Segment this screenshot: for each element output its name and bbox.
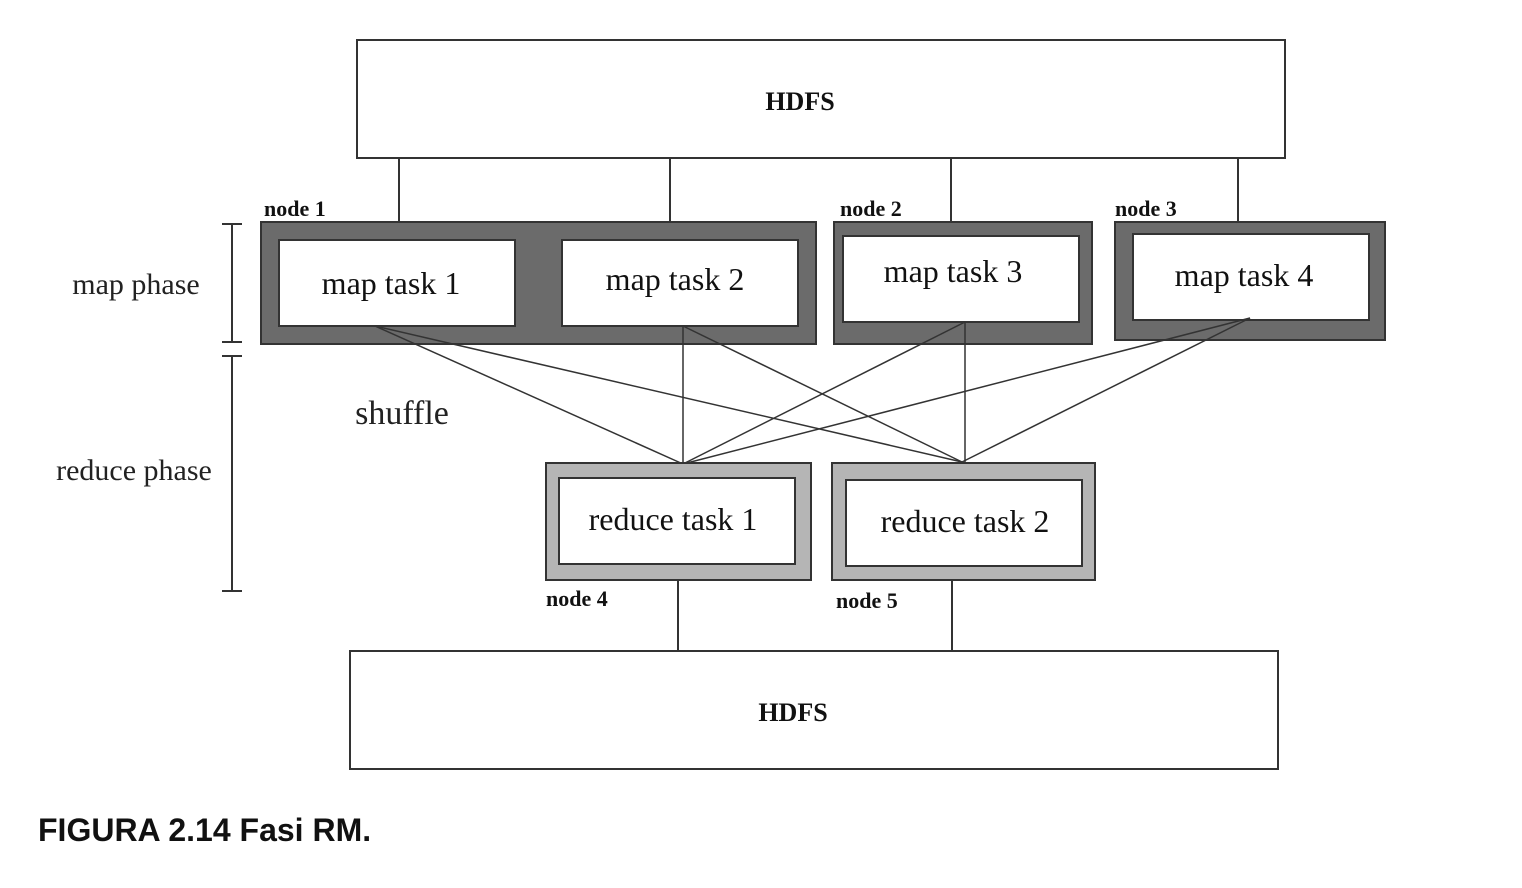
map-task-1-box bbox=[278, 239, 516, 327]
node-2-label: node 2 bbox=[840, 196, 902, 221]
reduce-task-1-box bbox=[558, 477, 796, 565]
node-5-label: node 5 bbox=[836, 588, 898, 613]
hdfs-bottom-label: HDFS bbox=[758, 698, 827, 727]
node-4: reduce task 1 node 4 bbox=[545, 462, 812, 611]
map-task-4-label: map task 4 bbox=[1175, 257, 1314, 293]
hdfs-top-box: HDFS bbox=[356, 39, 1286, 159]
map-task-2-box bbox=[561, 239, 799, 327]
reduce-task-2-box bbox=[845, 479, 1083, 567]
map-task-2-label: map task 2 bbox=[606, 261, 745, 297]
reduce-phase-label: reduce phase bbox=[56, 454, 212, 487]
shuffle-connectors bbox=[374, 317, 1251, 465]
mapreduce-phases-diagram: HDFS node 1 map task 1 map task 2 node 2… bbox=[56, 39, 1386, 770]
reduce-task-2-label: reduce task 2 bbox=[881, 503, 1050, 539]
node-3: node 3 map task 4 bbox=[1114, 196, 1386, 341]
map-phase-bracket bbox=[222, 223, 242, 343]
node-3-label: node 3 bbox=[1115, 196, 1177, 221]
reduce-to-hdfs-connectors bbox=[677, 580, 953, 651]
reduce-phase-bracket bbox=[222, 355, 242, 592]
node-4-label: node 4 bbox=[546, 586, 608, 611]
map-task-3-label: map task 3 bbox=[884, 253, 1023, 289]
node-2: node 2 map task 3 bbox=[833, 196, 1093, 345]
shuffle-label: shuffle bbox=[355, 395, 449, 432]
map-task-3-box bbox=[842, 235, 1080, 323]
map-task-1-label: map task 1 bbox=[322, 265, 461, 301]
hdfs-top-label: HDFS bbox=[765, 87, 834, 116]
node-1-label: node 1 bbox=[264, 196, 326, 221]
reduce-task-1-label: reduce task 1 bbox=[589, 501, 758, 537]
figure-caption: FIGURA 2.14 Fasi RM. bbox=[38, 812, 372, 848]
map-phase-label: map phase bbox=[72, 268, 199, 301]
node-5: reduce task 2 node 5 bbox=[831, 462, 1096, 613]
hdfs-bottom-box: HDFS bbox=[349, 650, 1279, 770]
map-task-4-box bbox=[1132, 233, 1370, 321]
node-1: node 1 map task 1 map task 2 bbox=[260, 196, 817, 345]
